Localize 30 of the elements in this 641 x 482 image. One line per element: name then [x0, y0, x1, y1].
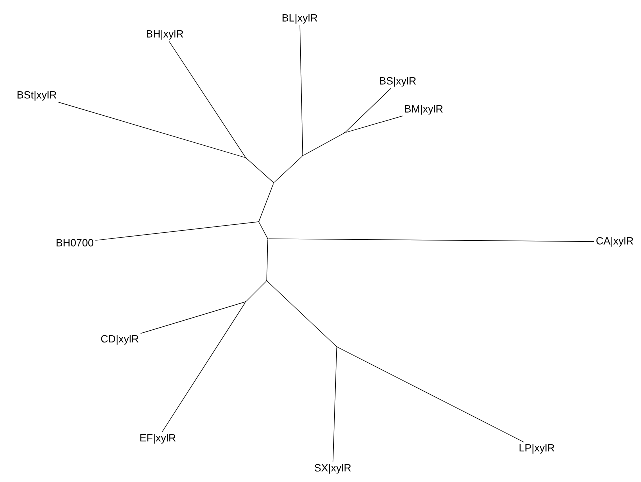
- branch-line: [303, 133, 345, 156]
- branch-line: [266, 240, 268, 280]
- branch-line: [162, 302, 246, 433]
- leaf-label: CA|xylR: [596, 237, 634, 247]
- leaf-label: BL|xylR: [282, 14, 318, 24]
- branch-line: [345, 88, 392, 133]
- branch-line: [259, 183, 274, 222]
- branch-line: [337, 347, 524, 443]
- leaf-label: BM|xylR: [405, 105, 443, 115]
- branch-line: [259, 222, 268, 239]
- branch-line: [140, 302, 246, 334]
- branch-line: [246, 158, 274, 183]
- branch-line: [332, 348, 338, 463]
- branch-line: [274, 156, 303, 183]
- branch-line: [300, 25, 304, 156]
- leaf-label: CD|xylR: [101, 335, 139, 345]
- branch-line: [345, 116, 404, 134]
- leaf-label: BH0700: [56, 239, 94, 247]
- leaf-label: EF|xylR: [140, 434, 176, 444]
- leaf-label: LP|xylR: [520, 444, 554, 454]
- branch-line: [267, 281, 337, 347]
- leaf-label: BSt|xylR: [18, 91, 57, 101]
- branch-line: [268, 238, 595, 242]
- branch-line: [246, 281, 267, 302]
- branch-line: [58, 102, 246, 158]
- leaf-label: BS|xylR: [380, 77, 416, 87]
- branch-line: [169, 41, 246, 158]
- leaf-label: BH|xylR: [147, 30, 184, 40]
- branch-line: [95, 222, 258, 241]
- leaf-label: SX|xylR: [314, 464, 352, 474]
